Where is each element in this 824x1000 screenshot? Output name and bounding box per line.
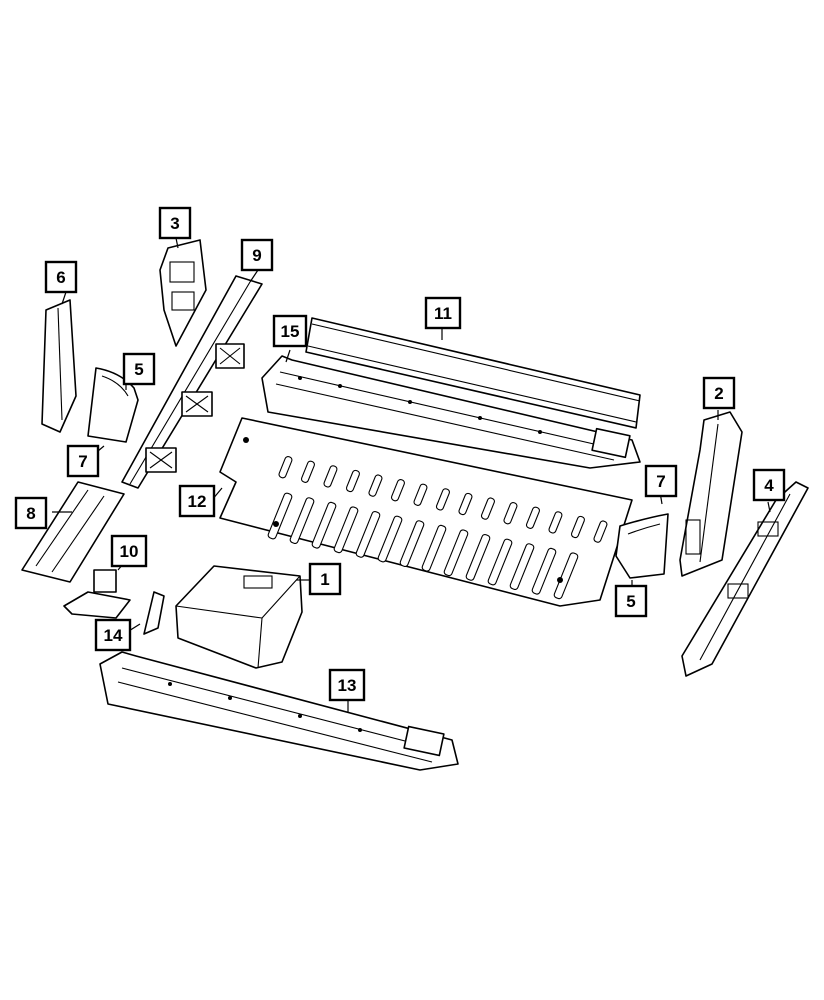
callout-label: 3: [170, 214, 179, 233]
floor-ribs: [267, 456, 608, 600]
callout-label: 2: [714, 384, 723, 403]
part-3-bracket: [159, 239, 207, 347]
part-15-sill-rail: [261, 355, 641, 469]
floor-rib: [300, 460, 315, 483]
floor-rib: [377, 515, 403, 563]
callout-label: 5: [626, 592, 635, 611]
callout-label: 7: [78, 452, 87, 471]
floor-rib: [323, 465, 338, 488]
callout-15: 15: [272, 314, 308, 348]
floor-rib: [458, 492, 473, 516]
floor-rib: [278, 456, 293, 479]
floor-rib: [480, 497, 495, 520]
floor-rib: [553, 552, 579, 600]
callout-3: 3: [158, 206, 192, 240]
callout-label: 1: [320, 570, 329, 589]
floor-rib: [333, 506, 359, 554]
callout-9: 9: [240, 238, 274, 272]
floor-rib: [531, 547, 557, 595]
part-14-gusset: [143, 591, 165, 635]
callout-13: 13: [328, 668, 366, 702]
floor-rib: [593, 520, 608, 543]
callout-14: 14: [94, 618, 132, 652]
callout-12: 12: [178, 484, 216, 518]
floor-rib: [435, 488, 450, 511]
floor-rib: [267, 492, 293, 540]
part-2-pillar: [679, 411, 743, 577]
callout-label: 13: [338, 676, 357, 695]
floor-rib: [413, 483, 428, 506]
floor-rib: [487, 538, 513, 586]
floor-rib: [399, 520, 425, 567]
floor-rib: [355, 511, 381, 558]
floor-rib: [311, 501, 337, 549]
callout-10: 10: [110, 534, 148, 568]
callout-label: 7: [656, 472, 665, 491]
callout-label: 9: [252, 246, 261, 265]
callout-5-left: 5: [122, 352, 156, 386]
floor-rib: [465, 534, 491, 581]
part-4-rail: [681, 481, 809, 677]
callout-7-left: 7: [66, 444, 100, 478]
floor-rib: [345, 469, 360, 493]
callout-label: 8: [26, 504, 35, 523]
callout-label: 10: [120, 542, 139, 561]
callout-2: 2: [702, 376, 736, 410]
part-9-crossmember: [121, 275, 263, 489]
part-13-sill-rail: [99, 651, 459, 771]
floor-rib: [390, 479, 405, 502]
callout-5-right: 5: [614, 584, 648, 618]
part-11-crossmember: [305, 317, 641, 429]
floor-rib: [525, 506, 540, 529]
callout-label: 6: [56, 268, 65, 287]
callout-label: 5: [134, 360, 143, 379]
floor-rib: [570, 515, 585, 539]
callout-label: 12: [188, 492, 207, 511]
callout-7-right: 7: [644, 464, 678, 498]
part-10-bracket: [63, 569, 131, 619]
callout-label: 4: [764, 476, 774, 495]
floor-rib: [548, 511, 563, 534]
part-1-storage-bin: [175, 565, 303, 669]
part-6-pillar: [41, 299, 77, 433]
floor-rib: [421, 524, 447, 572]
floor-rib: [368, 474, 383, 497]
floor-rib: [509, 543, 535, 590]
part-12-floor-pan: [219, 417, 633, 607]
callout-label: 11: [434, 304, 452, 323]
callout-label: 14: [104, 626, 123, 645]
part-8-extension: [21, 481, 125, 583]
callout-label: 15: [281, 322, 300, 341]
floor-rib: [289, 497, 315, 544]
floor-rib: [443, 529, 469, 577]
callout-4: 4: [752, 468, 786, 502]
callout-11: 11: [424, 296, 462, 330]
floor-rib: [503, 502, 518, 525]
callout-8: 8: [14, 496, 48, 530]
callout-1: 1: [308, 562, 342, 596]
part-7-right-panel: [615, 513, 669, 579]
callout-6: 6: [44, 260, 78, 294]
